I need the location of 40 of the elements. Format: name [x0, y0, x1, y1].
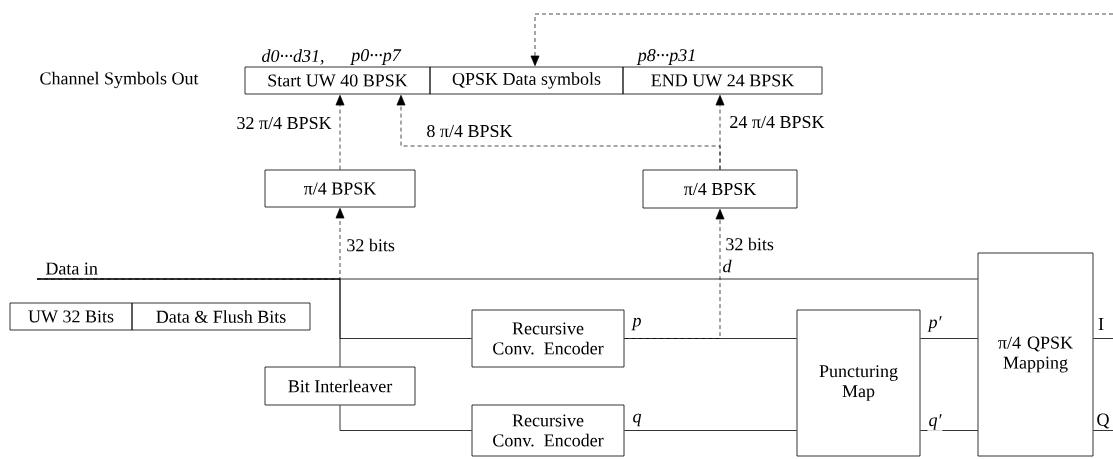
symbol-box: Start UW 40 BPSK: [244, 66, 431, 95]
interleaver-box: Bit Interleaver: [264, 366, 416, 406]
frame-field-box: Data & Flush Bits: [131, 302, 311, 331]
dashed-arrow: [715, 95, 725, 170]
edge-label: q: [631, 412, 643, 428]
edge-label: 8 π/4 BPSK: [425, 123, 514, 139]
edge-label: d: [721, 258, 733, 274]
row-label: Channel Symbols Out: [40, 71, 199, 89]
edge-label: Q: [1095, 412, 1111, 430]
signal-line: [1093, 430, 1113, 431]
encoder-box: Recursive Conv. Encoder: [471, 404, 625, 457]
symbol-box: END UW 24 BPSK: [622, 66, 823, 95]
edge-label: 32 bits: [724, 236, 775, 252]
signal-line: [624, 338, 797, 339]
modulator-box: π/4 BPSK: [264, 169, 416, 208]
modulator-box: π/4 BPSK: [642, 169, 798, 209]
dashed-arrow: [530, 13, 1113, 67]
dashed-arrow: [36, 208, 345, 280]
signal-line: [1093, 338, 1113, 339]
mapping-box: π/4 QPSK Mapping: [977, 252, 1094, 457]
puncturing-box: Puncturing Map: [796, 309, 921, 457]
edge-label: 32 π/4 BPSK: [235, 115, 333, 131]
edge-label: q′: [927, 413, 943, 431]
symbol-box: QPSK Data symbols: [429, 66, 624, 95]
input-label: Data in: [45, 262, 98, 275]
edge-label: p′: [927, 315, 943, 333]
signal-line: [920, 338, 978, 339]
edge-label: I: [1097, 317, 1105, 331]
edge-label: 24 π/4 BPSK: [728, 114, 826, 130]
symbol-index-label: d0···d31,: [262, 49, 324, 65]
edge-label: 32 bits: [345, 237, 396, 253]
signal-line: [339, 405, 472, 431]
dashed-arrow: [335, 95, 345, 170]
edge-label: p: [631, 316, 643, 332]
symbol-index-label: p8···p31: [636, 49, 695, 65]
signal-line: [920, 430, 978, 431]
frame-field-box: UW 32 Bits: [9, 302, 133, 331]
encoder-box: Recursive Conv. Encoder: [471, 309, 625, 368]
signal-line: [624, 430, 797, 431]
symbol-index-label: p0···p7: [350, 49, 402, 65]
